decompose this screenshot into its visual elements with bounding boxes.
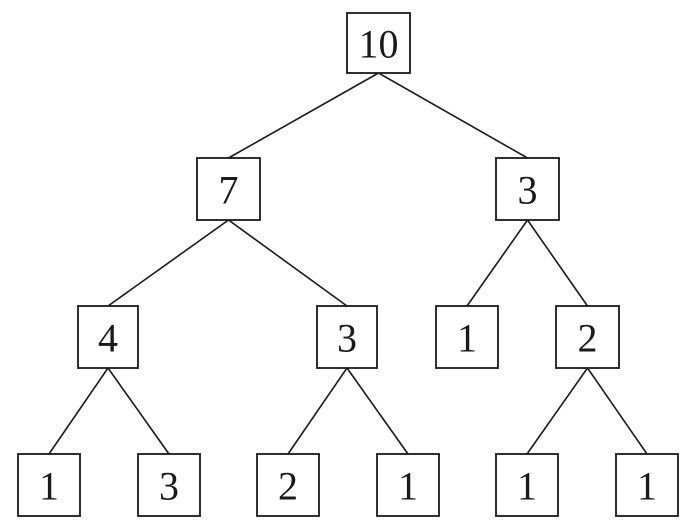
- tree-edge-n0-n1: [228, 72, 379, 159]
- tree-node-box: [555, 305, 620, 369]
- tree-edge-n4-n10: [346, 367, 409, 455]
- tree-node: 1: [376, 453, 440, 517]
- tree-edge-n2-n5: [466, 219, 529, 307]
- tree-node: 3: [495, 157, 560, 221]
- tree-node-box: [615, 453, 679, 517]
- tree-node-label: 10: [359, 22, 399, 67]
- tree-node-box: [196, 157, 261, 221]
- tree-node-box: [17, 453, 81, 517]
- tree-edge-n6-n11: [526, 367, 589, 455]
- tree-node-box: [346, 12, 411, 74]
- tree-node: 10: [346, 12, 411, 74]
- tree-node: 2: [555, 305, 620, 369]
- tree-nodes: 10 7 3 4 3 1 2 1 3 2 1 1 1: [17, 12, 679, 517]
- tree-node: 1: [495, 453, 559, 517]
- tree-node-label: 3: [337, 316, 357, 361]
- tree-node: 1: [17, 453, 81, 517]
- tree-edge-n1-n4: [228, 219, 348, 307]
- tree-node-box: [137, 453, 201, 517]
- tree-edge-n4-n9: [287, 367, 348, 455]
- tree-edge-n3-n7: [48, 367, 109, 455]
- tree-node-label: 3: [159, 464, 179, 509]
- tree-node-label: 1: [39, 464, 59, 509]
- tree-edge-n2-n6: [526, 219, 589, 307]
- tree-node-box: [316, 305, 378, 369]
- tree-edges: [48, 72, 648, 455]
- tree-node: 4: [77, 305, 139, 369]
- tree-node: 7: [196, 157, 261, 221]
- tree-node: 3: [316, 305, 378, 369]
- tree-edge-n0-n2: [378, 72, 528, 159]
- tree-node-box: [77, 305, 139, 369]
- tree-edge-n1-n3: [107, 219, 229, 307]
- tree-node: 1: [435, 305, 499, 369]
- tree-node-box: [376, 453, 440, 517]
- tree-node-box: [495, 157, 560, 221]
- tree-node-label: 3: [518, 168, 538, 213]
- tree-edge-n3-n8: [107, 367, 170, 455]
- tree-node-label: 2: [578, 316, 598, 361]
- tree-node-box: [495, 453, 559, 517]
- tree-node: 2: [256, 453, 320, 517]
- tree-node: 3: [137, 453, 201, 517]
- tree-node-box: [435, 305, 499, 369]
- tree-node-label: 1: [637, 464, 657, 509]
- tree-node: 1: [615, 453, 679, 517]
- tree-node-label: 1: [457, 316, 477, 361]
- tree-edge-n6-n12: [586, 367, 648, 455]
- tree-node-label: 1: [398, 464, 418, 509]
- tree-node-label: 1: [517, 464, 537, 509]
- tree-node-label: 7: [219, 168, 239, 213]
- tree-node-label: 2: [278, 464, 298, 509]
- tree-node-box: [256, 453, 320, 517]
- tree-node-label: 4: [98, 316, 118, 361]
